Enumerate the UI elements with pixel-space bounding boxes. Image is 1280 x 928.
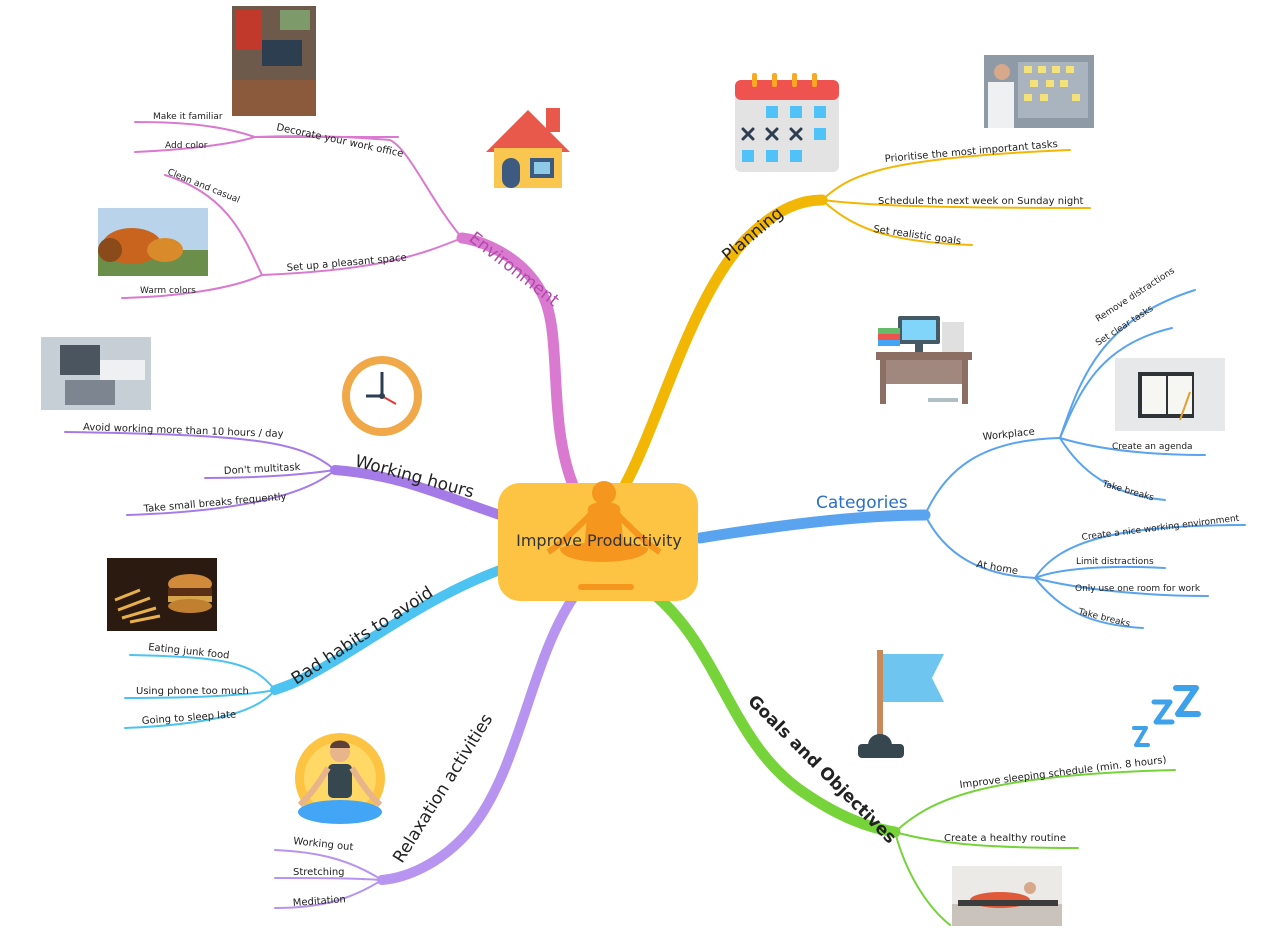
branch-label-categories[interactable]: Categories — [816, 493, 908, 513]
leaf-dont-multitask[interactable]: Don't multitask — [224, 462, 301, 477]
leaf-realistic-goals[interactable]: Set realistic goals — [873, 224, 962, 247]
subtopic-workplace[interactable]: Workplace — [982, 427, 1035, 443]
branch-label-environment[interactable]: Environment — [465, 228, 563, 311]
meditation-person-icon — [546, 481, 662, 590]
workout-photo — [952, 866, 1062, 926]
autumn-park-photo — [98, 208, 208, 276]
central-topic[interactable]: Improve Productivity — [498, 481, 698, 601]
leaf-sleep-late[interactable]: Going to sleep late — [141, 709, 236, 727]
goals-trunk — [649, 589, 901, 838]
leaf-warm-colors[interactable]: Warm colors — [140, 286, 196, 296]
branch-label-bad-habits[interactable]: Bad habits to avoid — [288, 583, 437, 690]
desk-computer-icon — [876, 316, 972, 404]
leaf-take-breaks-home[interactable]: Take breaks — [1076, 607, 1131, 630]
flag-icon — [858, 650, 944, 758]
sleep-zzz-icon — [1132, 685, 1201, 747]
sub-branches — [64, 121, 1246, 926]
subtopic-at-home[interactable]: At home — [975, 559, 1018, 577]
sticky-notes-photo — [984, 55, 1094, 128]
laptop-work-photo — [41, 337, 151, 410]
leaf-stretching[interactable]: Stretching — [293, 867, 345, 878]
central-topic-label: Improve Productivity — [516, 531, 682, 550]
branch-label-relaxation[interactable]: Relaxation activities — [389, 710, 497, 866]
leaf-small-breaks[interactable]: Take small breaks frequently — [142, 492, 287, 516]
branch-label-goals[interactable]: Goals and Objectives — [743, 691, 900, 848]
leaf-make-it-familiar[interactable]: Make it familiar — [153, 112, 223, 122]
leaf-healthy-routine[interactable]: Create a healthy routine — [944, 833, 1066, 844]
leaf-sleeping-schedule[interactable]: Improve sleeping schedule (min. 8 hours) — [959, 755, 1167, 791]
branch-label-planning[interactable]: Planning — [718, 203, 787, 265]
calendar-icon — [735, 73, 839, 172]
leaf-junk-food[interactable]: Eating junk food — [148, 642, 230, 661]
notebook-photo — [1115, 358, 1225, 431]
relaxation-trunk — [377, 590, 580, 885]
bad-habits-trunk — [270, 565, 505, 695]
leaf-avoid-10-hours[interactable]: Avoid working more than 10 hours / day — [83, 422, 284, 440]
categories-trunk — [694, 509, 931, 544]
leaf-meditation[interactable]: Meditation — [292, 894, 346, 909]
subtopic-pleasant-space[interactable]: Set up a pleasant space — [286, 253, 407, 274]
leaf-create-agenda[interactable]: Create an agenda — [1112, 442, 1193, 452]
leaf-clean-casual[interactable]: Clean and casual — [166, 168, 241, 206]
house-icon — [486, 108, 570, 188]
burger-fries-photo — [107, 558, 217, 631]
working-hours-trunk — [330, 465, 505, 520]
leaf-limit-distractions[interactable]: Limit distractions — [1076, 557, 1154, 567]
office-desk-photo — [232, 6, 316, 116]
main-branches — [270, 194, 931, 885]
meditation-person-icon — [295, 733, 385, 824]
leaf-schedule-week[interactable]: Schedule the next week on Sunday night — [878, 196, 1084, 207]
leaf-nice-environment[interactable]: Create a nice working environment — [1081, 514, 1240, 543]
leaf-one-room[interactable]: Only use one room for work — [1075, 584, 1201, 594]
environment-trunk — [456, 232, 581, 496]
planning-trunk — [619, 194, 828, 491]
leaf-working-out[interactable]: Working out — [293, 836, 354, 853]
leaf-prioritise[interactable]: Prioritise the most important tasks — [884, 139, 1058, 165]
leaf-add-color[interactable]: Add color — [165, 141, 208, 151]
leaf-phone-too-much[interactable]: Using phone too much — [136, 686, 249, 697]
clock-icon — [342, 356, 422, 436]
leaf-take-breaks-workplace[interactable]: Take breaks — [1100, 479, 1155, 504]
subtopic-decorate-office[interactable]: Decorate your work office — [275, 122, 404, 160]
